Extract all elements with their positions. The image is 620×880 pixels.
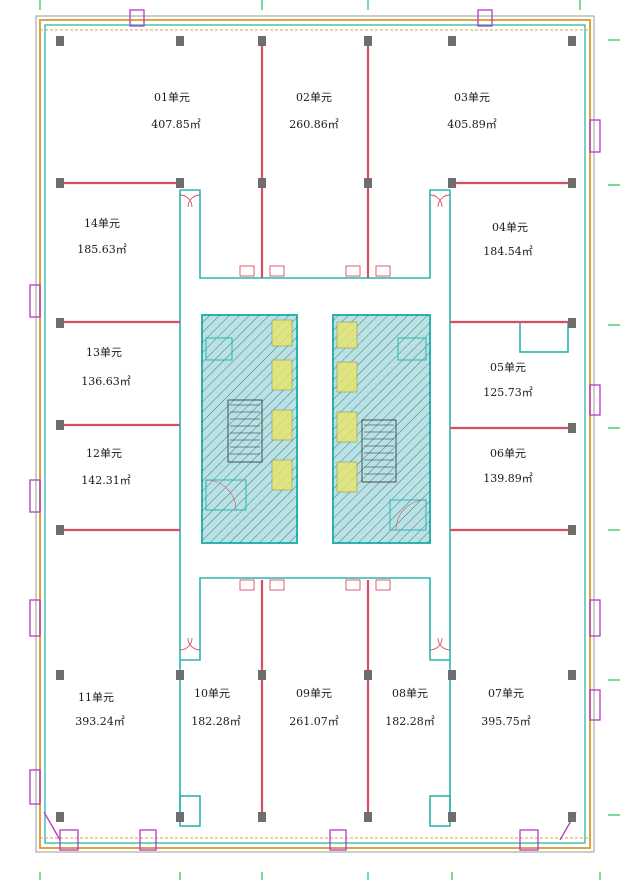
unit-13-area: 136.63㎡ [81, 375, 131, 388]
unit-05-area: 125.73㎡ [483, 386, 533, 399]
unit-08-name: 08单元 [392, 687, 428, 700]
unit-14-name: 14单元 [84, 217, 120, 230]
unit-10-area: 182.28㎡ [191, 715, 241, 728]
unit-09-area: 261.07㎡ [289, 715, 339, 728]
unit-02-area: 260.86㎡ [289, 118, 339, 131]
grid-ticks [39, 0, 620, 880]
unit-11-area: 393.24㎡ [75, 715, 125, 728]
unit-08-area: 182.28㎡ [385, 715, 435, 728]
doors [179, 194, 451, 651]
unit-06-name: 06单元 [490, 447, 526, 460]
outer-wall [35, 15, 595, 853]
unit-13-name: 13单元 [86, 346, 122, 359]
unit-03-name: 03单元 [454, 91, 490, 104]
unit-06-area: 139.89㎡ [483, 472, 533, 485]
core-right [332, 314, 431, 544]
unit-01-name: 01单元 [154, 91, 190, 104]
core-left [201, 314, 298, 544]
unit-03-area: 405.89㎡ [447, 118, 497, 131]
unit-05-name: 05单元 [490, 361, 526, 374]
unit-07-name: 07单元 [488, 687, 524, 700]
unit-01-area: 407.85㎡ [151, 118, 201, 131]
unit-10-name: 10单元 [194, 687, 230, 700]
partitions [60, 40, 575, 818]
unit-11-name: 11单元 [78, 691, 114, 704]
unit-04-area: 184.54㎡ [483, 245, 533, 258]
unit-07-area: 395.75㎡ [481, 715, 531, 728]
unit-04-name: 04单元 [492, 221, 528, 234]
columns [56, 36, 576, 822]
unit-14-area: 185.63㎡ [77, 243, 127, 256]
unit-labels: 01单元 407.85㎡ 02单元 260.86㎡ 03单元 405.89㎡ 0… [75, 91, 533, 728]
unit-12-area: 142.31㎡ [81, 474, 131, 487]
unit-02-name: 02单元 [296, 91, 332, 104]
unit-09-name: 09单元 [296, 687, 332, 700]
unit-12-name: 12单元 [86, 447, 122, 460]
